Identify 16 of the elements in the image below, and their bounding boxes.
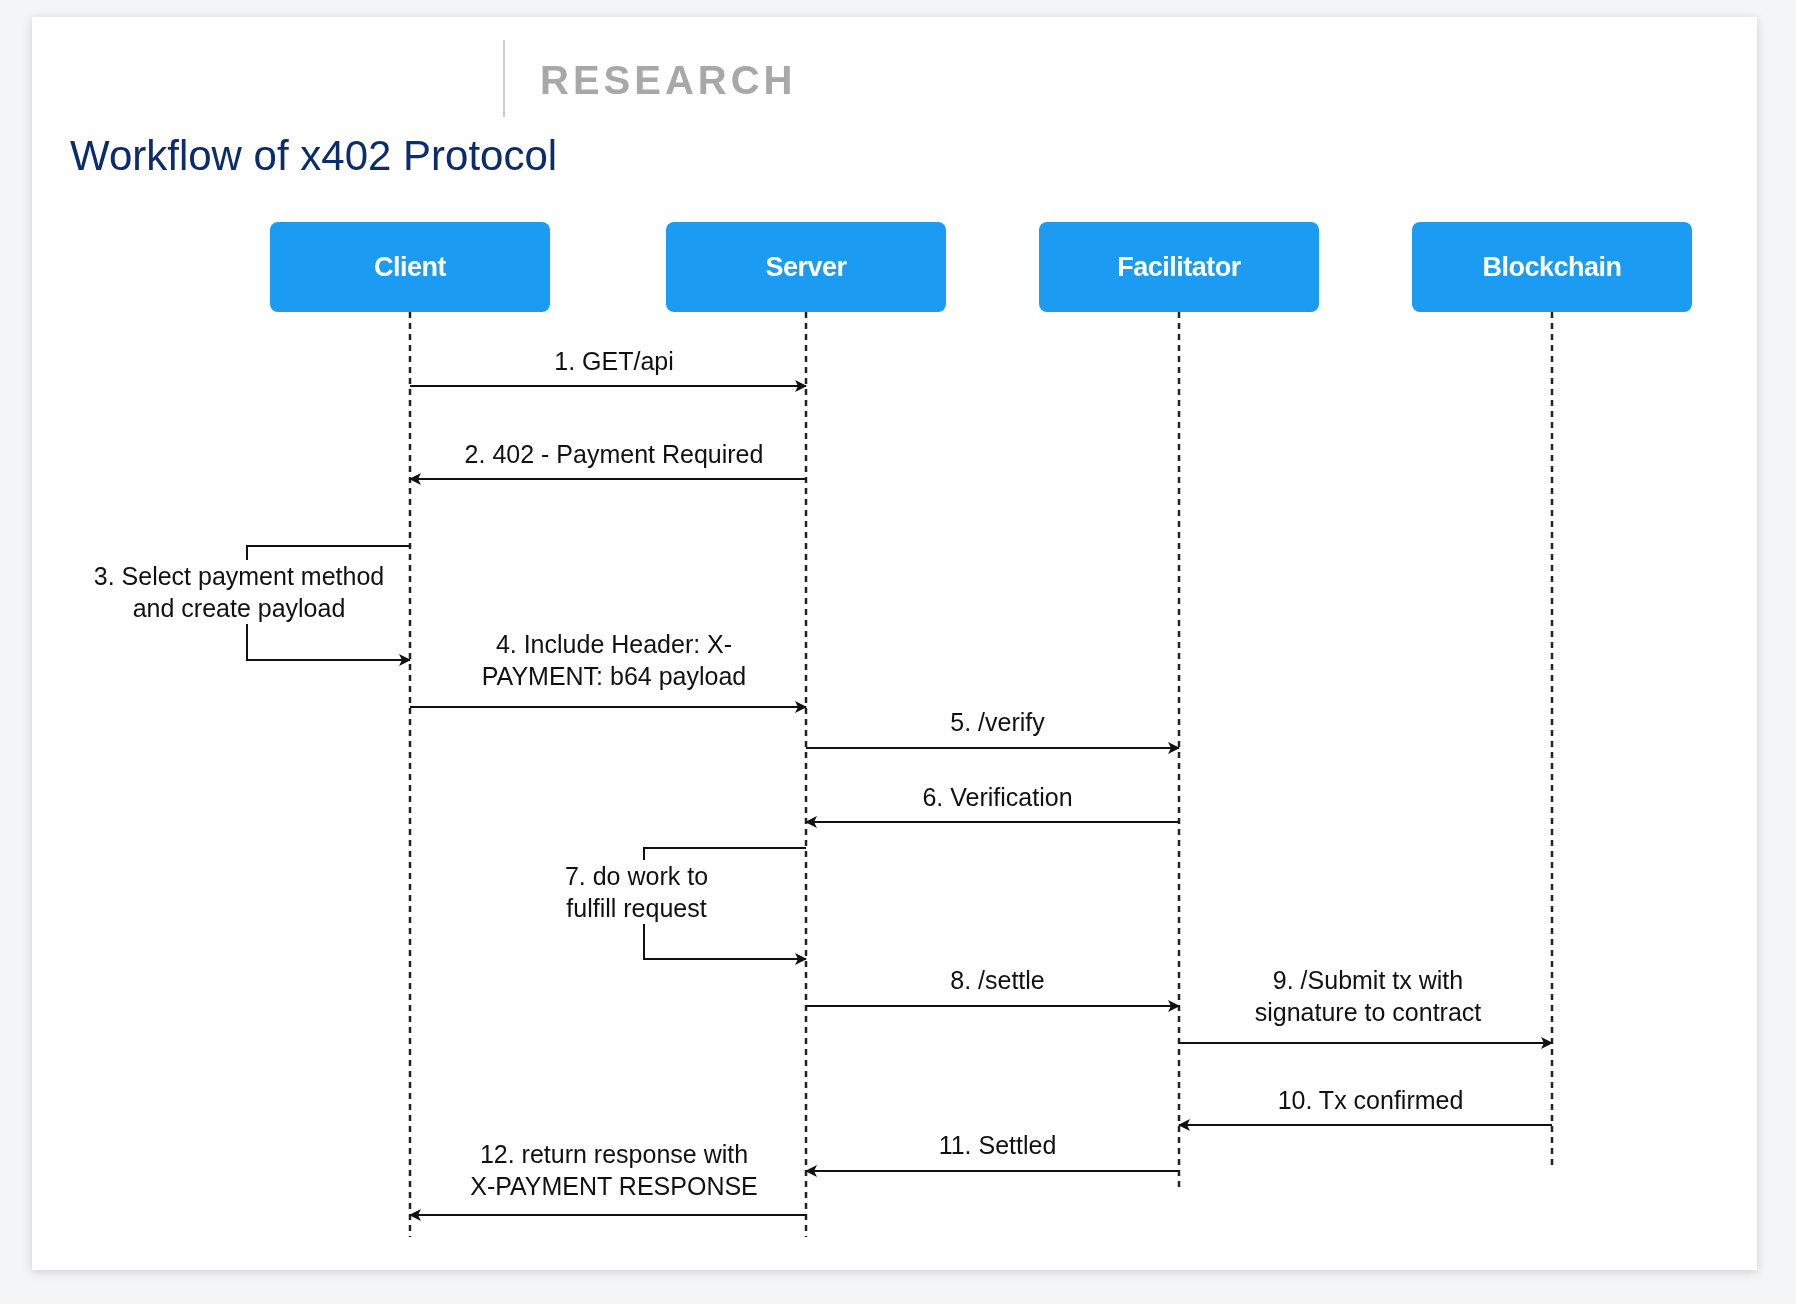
participant-box: Blockchain [1412, 222, 1692, 312]
message-arrow [409, 473, 807, 485]
message-arrow [805, 742, 1180, 754]
message-arrow [1178, 1037, 1553, 1049]
message-arrow [409, 380, 807, 392]
section-label: RESEARCH [540, 58, 797, 103]
message-arrow [409, 1209, 807, 1221]
participant-box: Client [270, 222, 550, 312]
message-arrow [805, 816, 1180, 828]
diagram-title: Workflow of x402 Protocol [70, 132, 558, 180]
participant-box: Server [666, 222, 946, 312]
message-arrow [805, 1000, 1180, 1012]
participant-box: Facilitator [1039, 222, 1319, 312]
message-arrow [805, 1165, 1180, 1177]
message-arrow [1178, 1119, 1553, 1131]
message-arrow [409, 701, 807, 713]
